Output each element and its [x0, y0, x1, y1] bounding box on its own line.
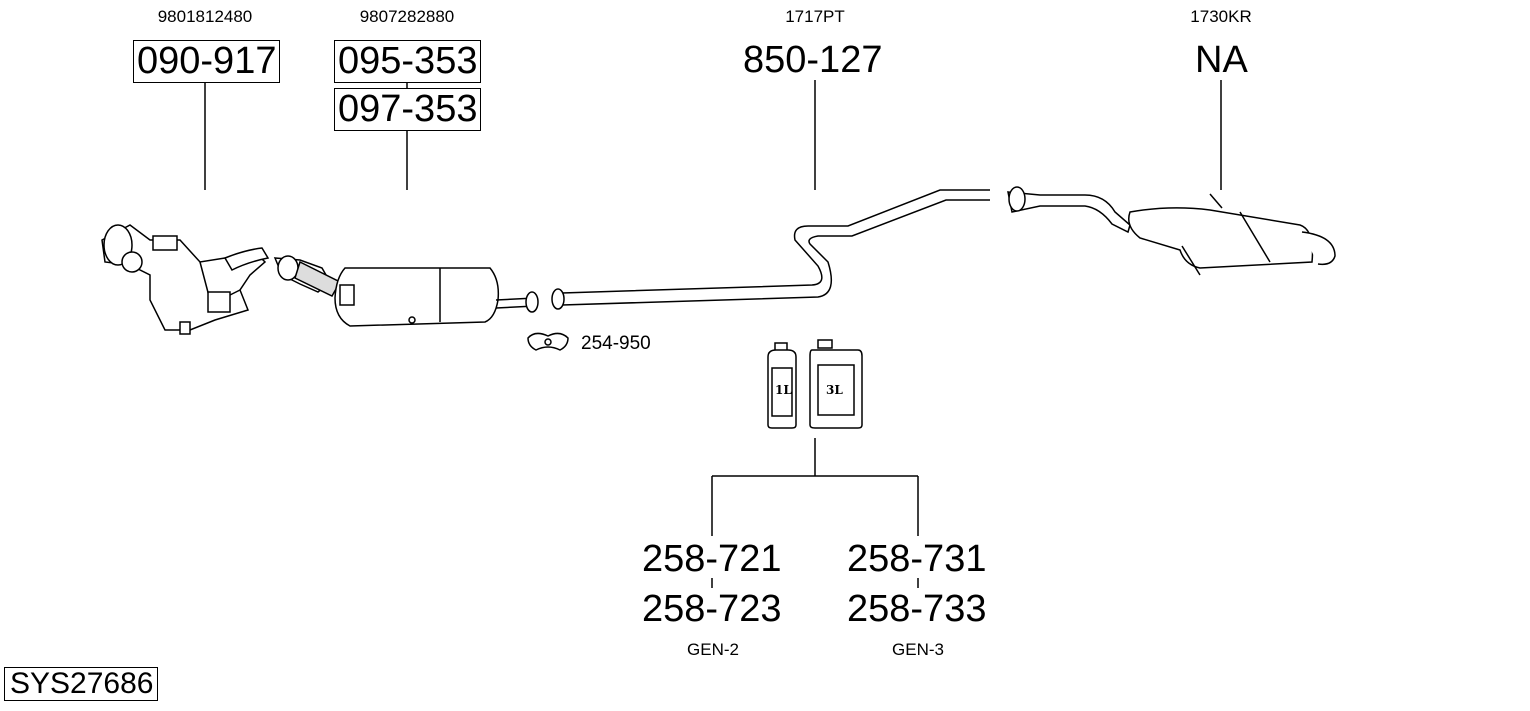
fluid-gen2-part-number-2[interactable]: 258-723	[642, 588, 782, 630]
clamp-icon	[527, 332, 569, 351]
part-number-middle-pipe[interactable]: 850-127	[743, 39, 883, 81]
catalytic-converter-drawing	[101, 224, 270, 335]
oem-number-middle-pipe: 1717PT	[785, 7, 845, 26]
fluid-can-large-icon	[809, 339, 863, 429]
rear-silencer-drawing	[1007, 186, 1336, 276]
part-number-dpf-alternative[interactable]: 097-353	[334, 88, 482, 131]
fluid-can-small-label: 1L	[775, 383, 792, 397]
oem-number-dpf: 9807282880	[359, 7, 455, 26]
fluid-gen3-label: GEN-3	[892, 640, 944, 659]
fluid-gen3-part-number-1[interactable]: 258-731	[847, 538, 987, 580]
oem-number-catalyst: 9801812480	[157, 7, 253, 26]
system-id-badge: SYS27686	[4, 667, 159, 701]
part-number-catalyst[interactable]: 090-917	[133, 40, 281, 83]
particulate-filter-drawing	[273, 255, 539, 327]
fluid-can-large-label: 3L	[826, 383, 843, 397]
fluid-can-small-icon	[767, 342, 797, 429]
fluid-gen3-part-number-2[interactable]: 258-733	[847, 588, 987, 630]
part-number-rear-silencer: NA	[1195, 39, 1248, 81]
clamp-part-number[interactable]: 254-950	[581, 333, 651, 354]
part-number-dpf-primary[interactable]: 095-353	[334, 40, 482, 83]
middle-pipe-drawing	[551, 189, 990, 310]
fluid-gen2-part-number-1[interactable]: 258-721	[642, 538, 782, 580]
oem-number-rear-silencer: 1730KR	[1190, 7, 1252, 26]
fluid-gen2-label: GEN-2	[687, 640, 739, 659]
